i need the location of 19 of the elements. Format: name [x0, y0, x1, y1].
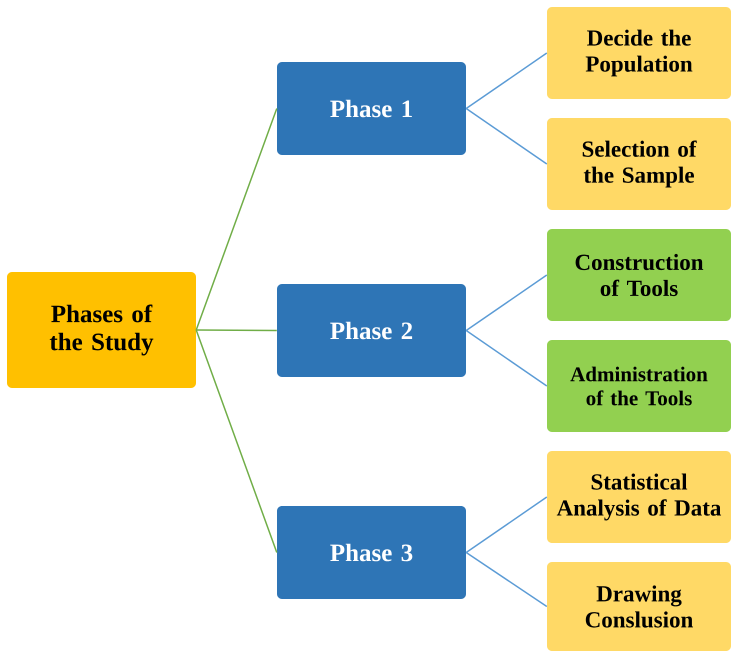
- step-box: Decide the Population: [547, 7, 731, 99]
- connector-line: [196, 108, 278, 330]
- connector-line: [466, 496, 548, 554]
- connector-line: [466, 52, 548, 110]
- root-box: Phases of the Study: [7, 272, 196, 388]
- connector-line: [196, 330, 278, 553]
- step-box: Statistical Analysis of Data: [547, 451, 731, 543]
- connector-line: [466, 330, 548, 387]
- step-box: Selection of the Sample: [547, 118, 731, 210]
- step-box: Construction of Tools: [547, 229, 731, 321]
- connector-line: [466, 274, 548, 332]
- phase-box: Phase 2: [277, 284, 466, 377]
- step-box: Administration of the Tools: [547, 340, 731, 432]
- connector-line: [466, 108, 548, 165]
- step-box: Drawing Conslusion: [547, 562, 731, 651]
- phase-box: Phase 1: [277, 62, 466, 155]
- connector-line: [196, 329, 277, 332]
- phase-box: Phase 3: [277, 506, 466, 599]
- connector-line: [466, 552, 548, 608]
